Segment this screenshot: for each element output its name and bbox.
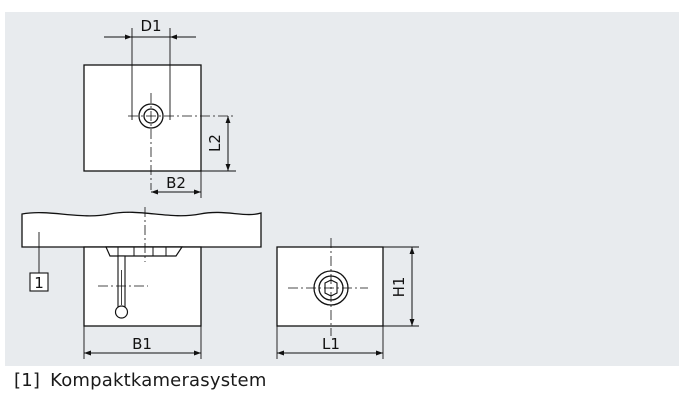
legend-text: Kompaktkamerasystem — [50, 370, 267, 391]
front-view: H1 L1 — [276, 238, 419, 359]
legend-marker: [1] — [14, 370, 41, 391]
callout-number: 1 — [34, 274, 44, 292]
dimension-h1: H1 — [390, 277, 408, 298]
side-view: 1 B1 — [21, 207, 262, 359]
dimension-l2: L2 — [206, 134, 224, 152]
top-view-hole-inner — [143, 108, 159, 124]
dimension-b2: B2 — [166, 174, 186, 192]
side-view-body — [83, 246, 202, 327]
legend: [1] Kompaktkamerasystem — [14, 370, 277, 391]
screw-head — [114, 305, 129, 319]
dimension-l1: L1 — [322, 335, 340, 353]
dimension-b1: B1 — [132, 335, 152, 353]
mounting-insert — [105, 246, 184, 257]
callout-box — [29, 272, 49, 292]
mounting-plate — [21, 211, 262, 248]
top-view: D1 L2 B2 — [83, 17, 236, 198]
dimension-d1: D1 — [140, 17, 161, 35]
